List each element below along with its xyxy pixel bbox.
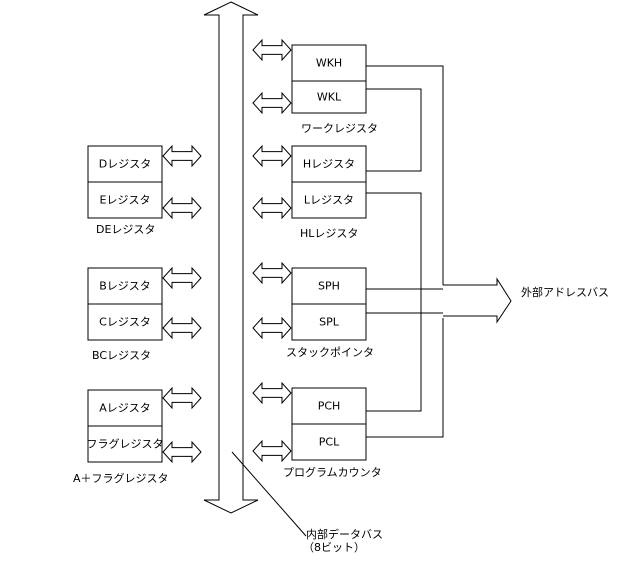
connector-arrow-l (252, 196, 292, 220)
connector-arrow-a (162, 386, 202, 410)
address-line-l (366, 192, 422, 412)
register-label-d: Dレジスタ (99, 158, 151, 171)
register-label-c: Cレジスタ (99, 316, 151, 329)
connector-arrow-wkl (252, 91, 292, 115)
register-label-e: Eレジスタ (100, 194, 151, 207)
register-label-wkl: WKL (317, 91, 342, 104)
register-box-d (87, 145, 163, 183)
group-label-work: ワークレジスタ (301, 122, 378, 135)
register-box-pcl (291, 423, 367, 461)
right-register-group-wk: WKH WKL ワークレジスタ (291, 44, 378, 135)
right-register-group-hl: Hレジスタ Lレジスタ HLレジスタ (291, 145, 367, 240)
register-box-flag (87, 425, 163, 463)
register-label-h: Hレジスタ (303, 158, 355, 171)
group-label-bc: BCレジスタ (92, 349, 151, 362)
connector-arrow-c (162, 316, 202, 340)
register-box-spl (291, 303, 367, 341)
register-label-spl: SPL (319, 316, 340, 329)
register-box-wkl (291, 80, 367, 114)
left-register-group-af: Aレジスタ フラグレジスタ A＋フラグレジスタ (73, 389, 169, 485)
connector-arrow-sph (252, 261, 292, 285)
register-label-l: Lレジスタ (304, 194, 354, 207)
data-bus-label: 内部データバス (306, 527, 383, 541)
register-label-b: Bレジスタ (99, 280, 151, 293)
connector-arrow-d (162, 144, 202, 168)
register-box-l (291, 181, 367, 219)
internal-data-bus-arrow (203, 1, 259, 514)
left-register-group-bc: Bレジスタ Cレジスタ BCレジスタ (87, 267, 163, 362)
address-line-pcl (366, 318, 444, 438)
register-box-c (87, 303, 163, 341)
connector-arrow-pcl (252, 439, 292, 463)
data-bus-leader-line (231, 451, 307, 537)
address-line-wkl (366, 88, 422, 172)
group-label-af: A＋フラグレジスタ (73, 471, 169, 485)
group-label-de: DEレジスタ (96, 223, 155, 236)
connector-arrow-h (252, 144, 292, 168)
register-label-pch: PCH (318, 400, 341, 413)
register-label-a: Aレジスタ (99, 402, 151, 415)
register-box-sph (291, 267, 367, 305)
connector-arrow-spl (252, 316, 292, 340)
register-label-flag: フラグレジスタ (87, 437, 164, 451)
address-bus-label: 外部アドレスバス (521, 285, 609, 299)
data-bus-width-label: （8ビット） (303, 541, 365, 554)
connector-arrow-wkh (252, 38, 292, 62)
group-label-pc: プログラムカウンタ (283, 465, 382, 479)
connector-arrow-b (162, 266, 202, 290)
register-label-pcl: PCL (319, 436, 340, 449)
address-lines (366, 65, 444, 438)
right-register-group-sp: SPH SPL スタックポインタ (286, 267, 374, 359)
external-address-bus-arrow (443, 277, 512, 324)
register-label-wkh: WKH (316, 57, 342, 70)
register-label-sph: SPH (318, 280, 340, 293)
connector-arrow-flag (162, 440, 202, 464)
address-line-wkh (366, 65, 444, 285)
register-box-b (87, 267, 163, 305)
right-register-group-pc: PCH PCL プログラムカウンタ (283, 387, 382, 479)
bus-connectors (162, 38, 292, 464)
group-label-hl: HLレジスタ (300, 227, 358, 240)
connector-arrow-pch (252, 381, 292, 405)
left-register-group-de: Dレジスタ Eレジスタ DEレジスタ (87, 145, 163, 236)
connector-arrow-e (162, 196, 202, 220)
group-label-sp: スタックポインタ (286, 346, 374, 359)
register-box-e (87, 181, 163, 219)
